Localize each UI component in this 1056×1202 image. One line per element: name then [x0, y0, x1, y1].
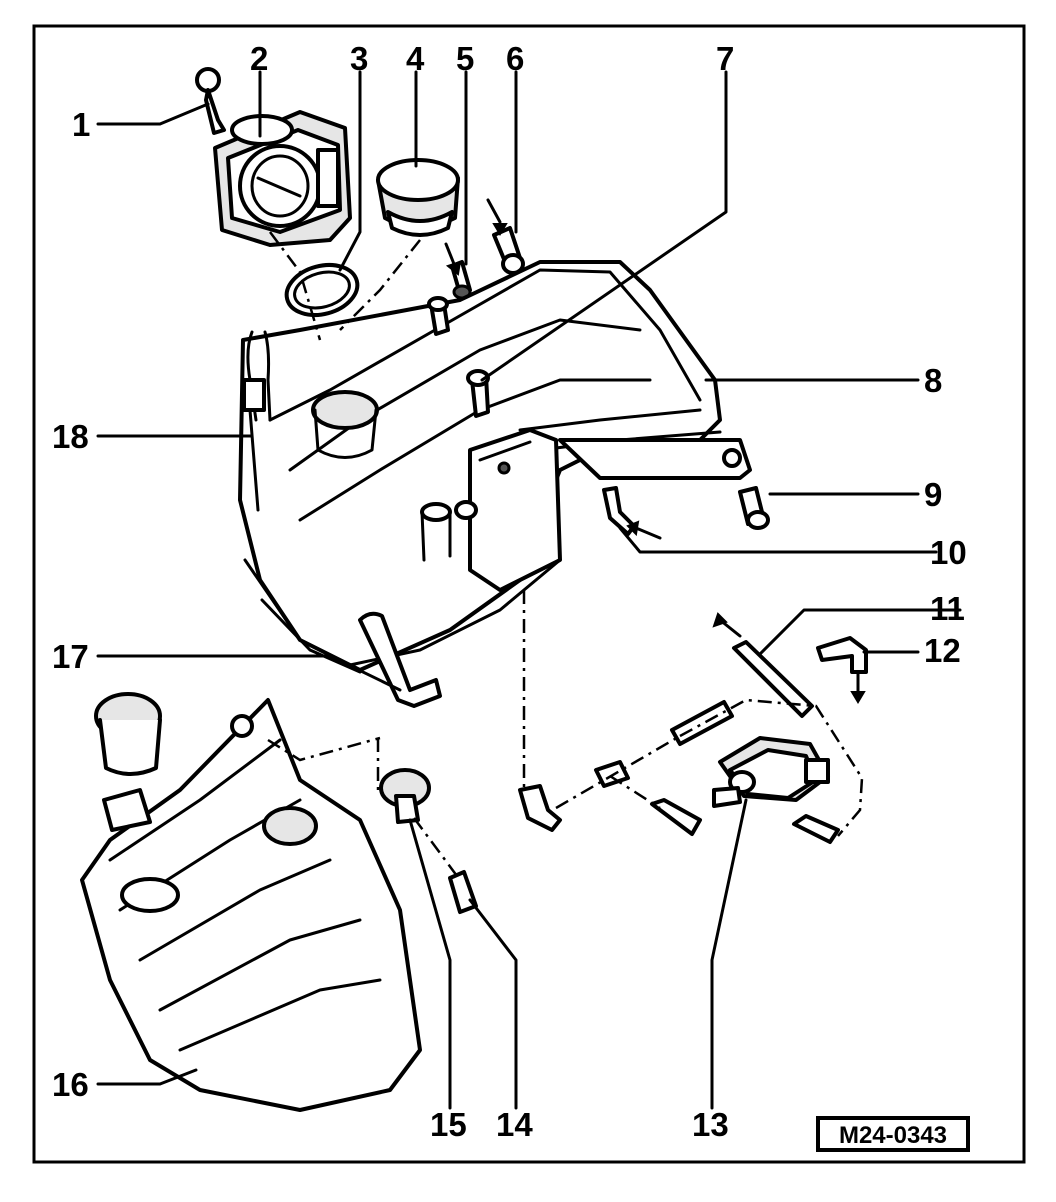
- callout-9: 9: [924, 476, 942, 513]
- callout-6: 6: [506, 40, 524, 77]
- vacuum-hose-part: [732, 640, 814, 718]
- callout-16: 16: [52, 1066, 89, 1103]
- intake-manifold-upper-part: [238, 260, 752, 674]
- callout-17: 17: [52, 638, 89, 675]
- intake-manifold-lower-part: [80, 692, 422, 1112]
- callout-8: 8: [924, 362, 942, 399]
- screw-part: [195, 67, 226, 135]
- bolt-part: [738, 486, 770, 530]
- solenoid-valve-part: [712, 736, 830, 808]
- diagram-frame: [32, 24, 1026, 1164]
- callout-10: 10: [930, 534, 967, 571]
- reference-code-box: M24-0343: [816, 1116, 970, 1152]
- sensor-part: [492, 226, 525, 275]
- callout-18: 18: [52, 418, 89, 455]
- callout-5: 5: [456, 40, 474, 77]
- throttle-body-part: [213, 110, 352, 247]
- callout-14: 14: [496, 1106, 533, 1143]
- callout-3: 3: [350, 40, 368, 77]
- assembly-lines: [267, 231, 864, 881]
- callout-11: 11: [930, 590, 965, 627]
- callout-numbers: 1 2 3 4 5 6 7 8 9 10 11 12 13 14 15 16 1…: [52, 40, 967, 1143]
- callout-15: 15: [430, 1106, 467, 1143]
- callout-4: 4: [406, 40, 425, 77]
- o-ring-part: [284, 263, 360, 317]
- callout-1: 1: [72, 106, 90, 143]
- cap-part: [376, 158, 460, 237]
- callout-2: 2: [250, 40, 268, 77]
- breather-hose-part: [358, 611, 442, 708]
- grommet-part: [379, 768, 431, 824]
- leader-lines: [96, 70, 962, 1110]
- elbow-connector-part: [816, 636, 868, 674]
- callout-13: 13: [692, 1106, 729, 1143]
- small-plug-part: [448, 870, 478, 914]
- callout-7: 7: [716, 40, 734, 77]
- callout-12: 12: [924, 632, 961, 669]
- reference-code: M24-0343: [839, 1122, 947, 1149]
- flow-arrows: [444, 198, 866, 704]
